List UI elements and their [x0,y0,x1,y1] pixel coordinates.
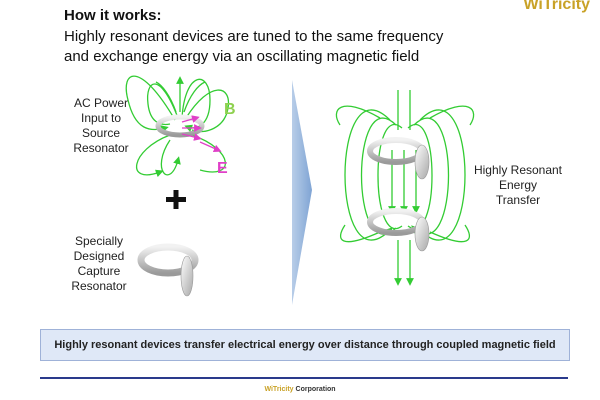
capture-resonator-label: Specially Designed Capture Resonator [60,234,138,294]
e-field-label: E [217,160,228,177]
source-label-line: Input to [80,111,122,125]
footer-brand: WiTricity [264,386,294,393]
logo-suffix: Tricity [542,0,590,13]
source-field-lines [125,75,230,178]
energy-transfer-label: Highly Resonant Energy Transfer [460,163,576,208]
transition-arrow-icon [292,80,312,305]
capture-label-line: Resonator [71,279,127,293]
coupled-field-lines [335,90,475,286]
capture-label-line: Designed [73,249,125,263]
capture-label-line: Capture [77,264,121,278]
witricity-logo: WiTricity [523,0,590,14]
summary-banner: Highly resonant devices transfer electri… [40,329,570,361]
source-label-line: Source [81,126,121,140]
capture-label-line: Specially [74,234,124,248]
footer-divider [40,377,568,379]
plus-icon [166,190,186,209]
subtitle-line-2: and exchange energy via an oscillating m… [64,48,420,65]
page-heading: How it works: [64,7,162,24]
e-field-arrows [181,115,222,152]
source-ring-icon [155,114,205,138]
page-subtitle: Highly resonant devices are tuned to the… [64,27,443,67]
source-resonator-label: AC Power Input to Source Resonator [62,96,140,156]
b-field-label: B [224,101,236,118]
source-label-line: AC Power [73,96,129,110]
transfer-label-line: Highly Resonant [473,163,563,177]
subtitle-line-1: Highly resonant devices are tuned to the… [64,28,444,45]
transfer-label-line: Energy [498,178,538,192]
logo-prefix: Wi [523,0,543,13]
lower-resonator-icon [367,208,430,252]
footer-suffix: Corporation [293,386,336,393]
transfer-label-line: Transfer [495,193,541,207]
upper-resonator-icon [367,137,430,180]
capture-resonator-icon [137,243,199,297]
source-label-line: Resonator [73,141,129,155]
footer-credit: WiTricity Corporation [0,386,600,393]
